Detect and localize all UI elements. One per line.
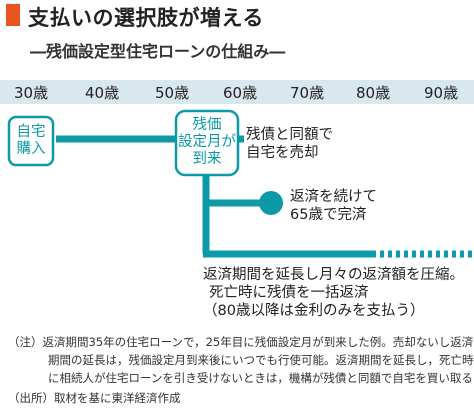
purchase-node-label: 自宅 購入 xyxy=(9,124,53,158)
option-extend-line2: 死亡時に残債を一括返済 xyxy=(209,285,369,301)
residual-node-label: 残価 設定月が 到来 xyxy=(176,117,238,168)
age-axis-bar xyxy=(0,80,474,104)
source-line: （出所）取材を基に東洋経済作成 xyxy=(8,391,181,405)
option-continue-line1: 返済を続けて xyxy=(290,189,377,205)
purchase-node-line1: 自宅 xyxy=(16,124,46,140)
option-extend-line3: （80歳以降は金利のみを支払う） xyxy=(203,303,425,319)
age-label-60: 60歳 xyxy=(223,84,258,102)
option-sell-text: 残債と同額で 自宅を売却 xyxy=(246,126,333,162)
purchase-node-box xyxy=(7,115,55,167)
note-line-3: に相続人が住宅ローンを引き受けないときは，機構が残債と同額で自宅を買い取る xyxy=(48,371,473,385)
option-sell-line1: 残債と同額で xyxy=(246,127,333,143)
page-subtitle: ―残価設定型住宅ローンの仕組み― xyxy=(30,42,286,61)
age-label-50: 50歳 xyxy=(155,84,190,102)
age-label-90: 90歳 xyxy=(424,84,459,102)
note-line-1: （注）返済期間35年の住宅ローンで，25年目に残価設定月が到来した例。売却ないし… xyxy=(8,335,474,349)
title-accent-block xyxy=(6,4,20,26)
completion-dot xyxy=(259,191,283,215)
age-label-30: 30歳 xyxy=(14,84,49,102)
residual-node-line2: 設定月が xyxy=(178,134,236,150)
option-sell-line2: 自宅を売却 xyxy=(246,145,319,161)
purchase-node-line2: 購入 xyxy=(16,141,46,157)
option-extend-text: 返済期間を延長し月々の返済額を圧縮。 死亡時に残債を一括返済 （80歳以降は金利… xyxy=(203,266,464,320)
residual-node-line3: 到来 xyxy=(192,151,222,167)
option-continue-line2: 65歳で完済 xyxy=(290,207,367,223)
page-title: 支払いの選択肢が増える xyxy=(28,6,264,30)
age-label-40: 40歳 xyxy=(85,84,120,102)
option-continue-text: 返済を続けて 65歳で完済 xyxy=(290,188,377,224)
residual-node-box xyxy=(174,109,240,177)
age-label-70: 70歳 xyxy=(290,84,325,102)
note-line-2: 期間の延長は，残価設定月到来後にいつでも行使可能。返済期間を延長し，死亡時 xyxy=(48,353,474,367)
residual-node-line1: 残価 xyxy=(192,117,222,133)
option-extend-line1: 返済期間を延長し月々の返済額を圧縮。 xyxy=(203,267,464,283)
age-label-80: 80歳 xyxy=(356,84,391,102)
